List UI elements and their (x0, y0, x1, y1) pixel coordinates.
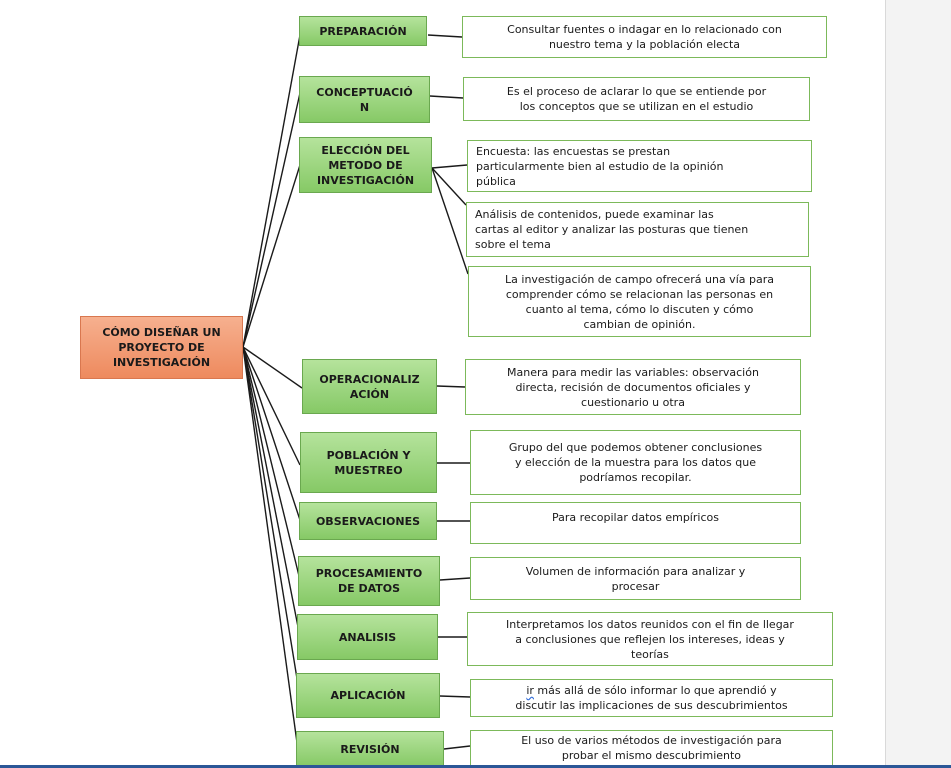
step-poblacion-muestreo: POBLACIÓN Y MUESTREO (300, 432, 437, 493)
connector-root-observaciones (242, 346, 301, 521)
connector-root-aplicacion (242, 346, 301, 698)
desc-preparacion: Consultar fuentes o indagar en lo relaci… (462, 16, 827, 58)
step-procesamiento-datos: PROCESAMIENTO DE DATOS (298, 556, 440, 606)
connector-operacionalizacion-desc (436, 385, 466, 388)
step-operacionalizacion: OPERACIONALIZ ACIÓN (302, 359, 437, 414)
desc-analisis: Interpretamos los datos reunidos con el … (467, 612, 833, 666)
desc-procesamiento-datos: Volumen de información para analizar y p… (470, 557, 801, 600)
connector-revision-desc (443, 745, 471, 750)
desc-revision: El uso de varios métodos de investigació… (470, 730, 833, 766)
connector-root-conceptuacion (242, 92, 301, 348)
step-analisis: ANALISIS (297, 614, 438, 660)
connector-root-eleccion (242, 164, 301, 348)
misspelled-word[interactable]: ir (526, 684, 534, 697)
desc-poblacion-muestreo: Grupo del que podemos obtener conclusion… (470, 430, 801, 495)
connector-eleccion-desc-2 (431, 167, 467, 206)
desc-aplicacion: ir más allá de sólo informar lo que apre… (470, 679, 833, 717)
step-aplicacion: APLICACIÓN (296, 673, 440, 718)
desc-observaciones: Para recopilar datos empíricos (470, 502, 801, 544)
desc-investigacion-campo: La investigación de campo ofrecerá una v… (468, 266, 811, 337)
step-conceptuacion: CONCEPTUACIÓ N (299, 76, 430, 123)
step-preparacion: PREPARACIÓN (299, 16, 427, 46)
connector-conceptuacion-desc (429, 95, 464, 99)
document-margin-panel (885, 0, 951, 768)
connector-root-operacionalizacion (242, 346, 303, 389)
connector-eleccion-desc-3 (431, 167, 469, 275)
connector-root-revision (242, 346, 299, 751)
desc-operacionalizacion: Manera para medir las variables: observa… (465, 359, 801, 415)
step-eleccion-metodo: ELECCIÓN DEL METODO DE INVESTIGACIÓN (299, 137, 432, 193)
connector-root-poblacion (242, 346, 301, 466)
connector-aplicacion-desc (439, 695, 471, 698)
root-node: CÓMO DISEÑAR UN PROYECTO DE INVESTIGACIÓ… (80, 316, 243, 379)
connector-preparacion-desc (427, 34, 463, 38)
step-observaciones: OBSERVACIONES (299, 502, 437, 540)
connector-eleccion-desc-1 (431, 164, 468, 169)
step-revision: REVISIÓN (296, 731, 444, 767)
connector-root-analisis (242, 346, 301, 638)
desc-aplicacion-text: ir más allá de sólo informar lo que apre… (515, 683, 787, 713)
connector-root-procesamiento (242, 346, 301, 581)
connector-procesamiento-desc (439, 577, 471, 581)
desc-aplicacion-rest: más allá de sólo informar lo que aprendi… (515, 684, 788, 712)
desc-encuesta: Encuesta: las encuestas se prestan parti… (467, 140, 812, 192)
desc-conceptuacion: Es el proceso de aclarar lo que se entie… (463, 77, 810, 121)
desc-analisis-contenidos: Análisis de contenidos, puede examinar l… (466, 202, 809, 257)
connector-root-preparacion (242, 34, 301, 348)
window-bottom-edge (0, 765, 951, 768)
